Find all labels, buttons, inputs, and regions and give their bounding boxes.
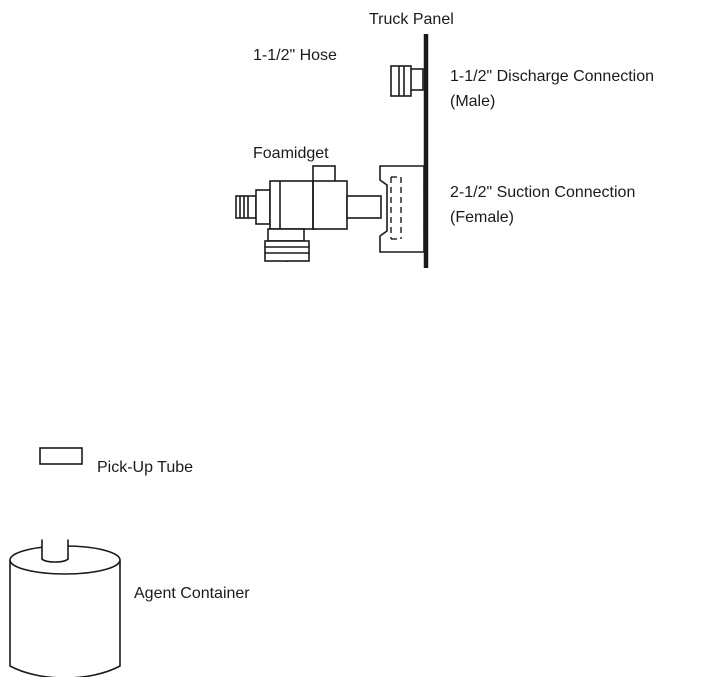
suction-connection-sublabel: (Female): [450, 209, 514, 226]
suction-connection-label: 2-1/2" Suction Connection: [450, 184, 635, 201]
discharge-connection: [390, 65, 424, 97]
pickup-tube-label: Pick-Up Tube: [97, 459, 193, 476]
agent-container: [9, 539, 121, 677]
truck-panel-label: Truck Panel: [369, 11, 454, 28]
hose-1-1-2: [155, 67, 392, 217]
pickup-tube-collar: [39, 447, 83, 465]
foamidget-label: Foamidget: [253, 145, 329, 162]
pickup-tube: [43, 261, 299, 553]
hose-label: 1-1/2" Hose: [253, 47, 337, 64]
foamidget: [235, 165, 382, 262]
discharge-connection-label: 1-1/2" Discharge Connection: [450, 68, 654, 85]
agent-container-label: Agent Container: [134, 585, 250, 602]
suction-connection: [379, 165, 425, 253]
discharge-connection-sublabel: (Male): [450, 93, 495, 110]
